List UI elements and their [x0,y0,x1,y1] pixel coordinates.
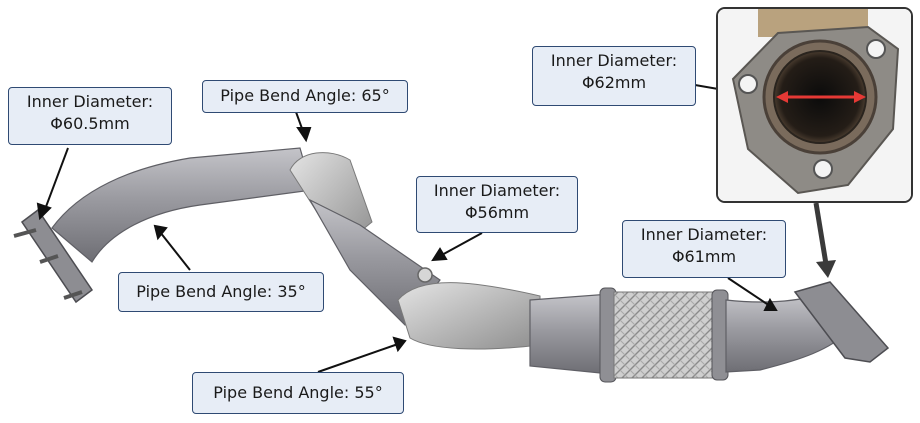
diameter-measure-arrow [776,91,866,103]
callout-outlet-inner-diameter: Inner Diameter: Φ61mm [622,220,786,278]
sensor-boss [417,267,433,283]
leader-outlet-diameter [727,277,771,307]
heat-shield-lower [397,282,541,350]
flex-section [599,287,729,383]
callout-inlet-inner-diameter: Inner Diameter: Φ60.5mm [8,87,172,145]
flange-closeup-inset [716,7,913,203]
inlet-flange [13,208,94,304]
callout-inlet-inner-diameter-value: Φ60.5mm [50,114,130,133]
leader-bend-35 [159,231,191,271]
callout-outlet-inner-diameter-label: Inner Diameter: [640,225,768,244]
leader-bend-55-arrowhead [392,336,407,353]
callout-pipe-bend-55: Pipe Bend Angle: 55° [192,372,404,414]
callout-pipe-bend-35: Pipe Bend Angle: 35° [118,272,324,312]
lower-pipe [529,293,611,375]
callout-mid-inner-diameter-label: Inner Diameter: [433,181,561,200]
leader-inlet-diameter-arrowhead [36,202,52,221]
callout-pipe-bend-35-label: Pipe Bend Angle: 35° [136,282,306,301]
callout-pipe-bend-65-label: Pipe Bend Angle: 65° [220,86,390,105]
callout-flange-inner-diameter: Inner Diameter: Φ62mm [532,46,696,106]
leader-bend-55 [317,343,399,373]
leader-inlet-diameter [43,147,69,213]
callout-pipe-bend-55-label: Pipe Bend Angle: 55° [213,383,383,402]
leader-outlet-diameter-arrowhead [763,297,778,311]
callout-mid-inner-diameter: Inner Diameter: Φ56mm [416,176,578,233]
flange-closeup-illustration [718,9,911,201]
leader-bend-65-arrowhead [296,127,312,143]
callout-flange-inner-diameter-label: Inner Diameter: [550,51,678,70]
leader-bend-35-arrowhead [153,224,168,241]
callout-mid-inner-diameter-value: Φ56mm [464,203,530,222]
upper-pipe [51,147,313,263]
leader-mid-diameter [439,232,483,257]
inset-connector [813,202,836,278]
outlet-flange [793,281,890,363]
leader-mid-diameter-arrowhead [431,247,448,262]
callout-inlet-inner-diameter-label: Inner Diameter: [26,92,154,111]
callout-flange-inner-diameter-value: Φ62mm [581,73,647,92]
callout-outlet-inner-diameter-value: Φ61mm [671,247,737,266]
callout-pipe-bend-65: Pipe Bend Angle: 65° [202,80,408,113]
